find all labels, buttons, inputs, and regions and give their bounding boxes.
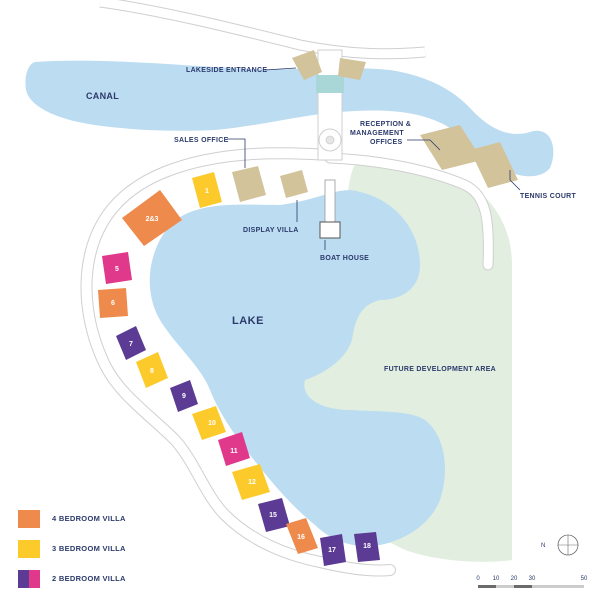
villa-6-number: 6 bbox=[111, 300, 115, 307]
boat-house-jetty bbox=[324, 179, 336, 226]
legend-2-bedroom-swatch bbox=[18, 570, 40, 588]
villa-17[interactable]: 17 bbox=[320, 534, 346, 566]
lake bbox=[149, 190, 445, 547]
villa-7[interactable]: 7 bbox=[116, 326, 146, 360]
reception-label-line1: RECEPTION & bbox=[360, 121, 411, 128]
villa-2and3-number: 2&3 bbox=[146, 216, 159, 223]
sales-office bbox=[232, 166, 266, 202]
villa-6[interactable]: 6 bbox=[98, 288, 128, 318]
legend-2-bedroom-label: 2 BEDROOM VILLA bbox=[52, 574, 126, 583]
villa-1[interactable]: 1 bbox=[192, 172, 222, 208]
scale-tick-50: 50 bbox=[581, 576, 588, 582]
display-villa-label: DISPLAY VILLA bbox=[243, 227, 299, 234]
villa-7-number: 7 bbox=[129, 341, 133, 348]
legend-3-bedroom-label: 3 BEDROOM VILLA bbox=[52, 544, 126, 553]
sales-office-label: SALES OFFICE bbox=[174, 137, 229, 144]
tennis-court-label: TENNIS COURT bbox=[520, 193, 577, 200]
villa-10-number: 10 bbox=[208, 420, 216, 427]
villa-8[interactable]: 8 bbox=[136, 352, 168, 388]
villa-16[interactable]: 16 bbox=[286, 518, 318, 554]
scale-tick-20: 20 bbox=[511, 576, 518, 582]
villa-11-number: 11 bbox=[230, 448, 238, 455]
villa-1-number: 1 bbox=[205, 188, 209, 195]
villa-8-number: 8 bbox=[150, 368, 154, 375]
legend-3-bedroom: 3 BEDROOM VILLA bbox=[18, 540, 178, 560]
villa-11[interactable]: 11 bbox=[218, 432, 250, 466]
lakeside-entrance-building bbox=[292, 50, 322, 80]
villa-17-number: 17 bbox=[328, 547, 336, 554]
reception-offices bbox=[420, 125, 482, 170]
villa-9-number: 9 bbox=[182, 393, 186, 400]
compass: N bbox=[541, 534, 579, 556]
scale-tick-10: 10 bbox=[493, 576, 500, 582]
villa-10[interactable]: 10 bbox=[192, 406, 226, 440]
villa-12[interactable]: 12 bbox=[232, 464, 270, 500]
villa-5-number: 5 bbox=[115, 266, 119, 273]
lake-label: LAKE bbox=[232, 315, 264, 327]
villa-18[interactable]: 18 bbox=[354, 532, 380, 562]
villa-15-number: 15 bbox=[269, 512, 277, 519]
boat-house-label: BOAT HOUSE bbox=[320, 255, 369, 262]
villa-16-number: 16 bbox=[297, 534, 305, 541]
scale-tick-0: 0 bbox=[476, 576, 480, 582]
legend-4-bedroom-swatch bbox=[18, 510, 40, 528]
legend-2-bedroom: 2 BEDROOM VILLA bbox=[18, 570, 178, 590]
tennis-court bbox=[470, 142, 518, 188]
legend-4-bedroom-label: 4 BEDROOM VILLA bbox=[52, 514, 126, 523]
villa-5[interactable]: 5 bbox=[102, 252, 132, 284]
display-villa bbox=[280, 170, 308, 198]
legend-3-bedroom-swatch bbox=[18, 540, 40, 558]
canal bbox=[25, 60, 554, 177]
villa-15[interactable]: 15 bbox=[258, 498, 290, 532]
leader-lines bbox=[227, 67, 521, 250]
lakeside-entrance-label: LAKESIDE ENTRANCE bbox=[186, 67, 267, 74]
compass-north-label: N bbox=[541, 543, 545, 549]
canal-label: CANAL bbox=[86, 91, 119, 101]
future-development-label: FUTURE DEVELOPMENT AREA bbox=[384, 366, 496, 373]
villa-2and3[interactable]: 2&3 bbox=[122, 190, 182, 246]
villa-12-number: 12 bbox=[248, 479, 256, 486]
legend-4-bedroom: 4 BEDROOM VILLA bbox=[18, 510, 178, 530]
scale-bar: 0 10 20 30 50 bbox=[476, 576, 588, 588]
villa-9[interactable]: 9 bbox=[170, 380, 198, 412]
reception-label-line3: OFFICES bbox=[370, 139, 402, 146]
scale-tick-30: 30 bbox=[529, 576, 536, 582]
reception-label-line2: MANAGEMENT bbox=[350, 130, 404, 137]
boat-house bbox=[319, 221, 341, 239]
villa-18-number: 18 bbox=[363, 543, 371, 550]
